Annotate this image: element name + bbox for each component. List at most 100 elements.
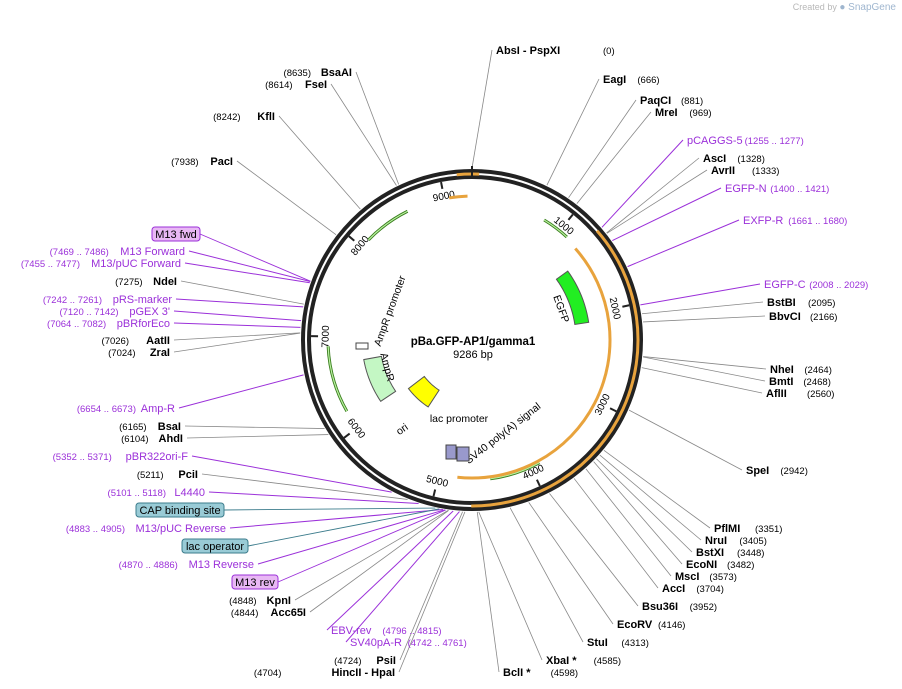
enzyme-name: Bsu36I xyxy=(642,601,678,613)
primer-position: (6654 .. 6673) xyxy=(77,404,136,415)
enzyme-name: SpeI xyxy=(746,465,769,477)
enzyme-position: (2942) xyxy=(780,466,807,477)
primer-connector xyxy=(175,298,304,308)
enzyme-label: AbsI - PspXI(0) xyxy=(496,45,615,57)
enzyme-label: NruI(3405) xyxy=(705,535,767,547)
enzyme-position: (2560) xyxy=(807,389,834,400)
primer-connector xyxy=(173,310,302,322)
enzyme-position: (6104) xyxy=(121,434,148,445)
tick-label: 7000 xyxy=(320,325,332,348)
primer-label: M13 Forward(7469 .. 7486) xyxy=(50,246,185,258)
feature-box-text: lac operator xyxy=(186,541,244,553)
ampr-promoter-marker xyxy=(355,342,369,350)
primer-label: pGEX 3'(7120 .. 7142) xyxy=(59,306,170,318)
orf-arrow-core xyxy=(327,346,348,412)
enzyme-position: (2464) xyxy=(804,365,831,376)
primer-label: M13/pUC Reverse(4883 .. 4905) xyxy=(66,523,226,535)
enzyme-connector xyxy=(201,473,408,500)
enzyme-connector xyxy=(643,356,766,382)
enzyme-position: (3448) xyxy=(737,548,764,559)
enzyme-name: BstXI xyxy=(696,547,724,559)
primer-position: (1255 .. 1277) xyxy=(745,136,804,147)
enzyme-connector xyxy=(478,511,543,661)
enzyme-position: (4704) xyxy=(254,668,281,679)
enzyme-connector xyxy=(606,157,700,234)
enzyme-label: PacI(7938) xyxy=(171,156,233,168)
tick-label: 8000 xyxy=(349,234,372,258)
tick-label: 9000 xyxy=(432,189,456,204)
tick-mark xyxy=(440,181,444,190)
enzyme-name: AscI xyxy=(703,153,726,165)
enzyme-connector xyxy=(355,71,400,185)
enzyme-label: EcoRV(4146) xyxy=(617,619,685,631)
enzyme-position: (3573) xyxy=(709,572,736,583)
labels: AbsI - PspXI(0)EagI(666)PaqCI(881)MreI(9… xyxy=(21,45,869,679)
credit-brand: SnapGene xyxy=(848,2,896,13)
enzyme-name: PciI xyxy=(178,469,198,481)
primer-name: pBRforEco xyxy=(117,318,170,330)
primer-name: M13 Reverse xyxy=(189,559,254,571)
tick-mark xyxy=(536,479,541,487)
enzyme-connector xyxy=(398,511,466,673)
enzyme-label: EcoNI(3482) xyxy=(686,559,754,571)
primer-position: (1661 .. 1680) xyxy=(788,216,847,227)
tick-label: 5000 xyxy=(425,474,450,490)
primer-label: M13 Reverse(4870 .. 4886) xyxy=(119,559,254,571)
enzyme-position: (881) xyxy=(681,96,703,107)
enzyme-name: AccI xyxy=(662,583,685,595)
feature-box-text: CAP binding site xyxy=(139,505,220,517)
feature-box xyxy=(151,226,201,242)
primer-label: Amp-R(6654 .. 6673) xyxy=(77,403,175,415)
enzyme-label: AatII(7026) xyxy=(102,335,170,347)
enzyme-label: AhdI(6104) xyxy=(121,433,183,445)
enzyme-name: PflMI xyxy=(714,523,740,535)
enzyme-position: (3952) xyxy=(690,602,717,613)
label-connectors xyxy=(173,49,767,673)
feature-box-connector xyxy=(223,507,436,511)
enzyme-name: BmtI xyxy=(769,376,793,388)
enzyme-name: Acc65I xyxy=(271,607,306,619)
primer-position: (4883 .. 4905) xyxy=(66,524,125,535)
tick-mark xyxy=(432,489,437,497)
enzyme-label: KpnI(4848) xyxy=(229,595,291,607)
enzyme-name: BbvCI xyxy=(769,311,801,323)
enzyme-connector xyxy=(509,507,584,643)
feature-label: AmpR promoter xyxy=(372,274,409,348)
primer-name: EGFP-C xyxy=(764,279,806,291)
enzyme-label: Bsu36I (3952) xyxy=(642,601,717,613)
feature-label: lac promoter xyxy=(430,413,489,425)
enzyme-position: (3351) xyxy=(755,524,782,535)
enzyme-name: NheI xyxy=(770,364,794,376)
primer-label: SV40pA-R(4742 .. 4761) xyxy=(350,637,467,649)
enzyme-connector xyxy=(186,434,329,439)
sv40-marker xyxy=(445,444,457,460)
primer-label: L4440(5101 .. 5118) xyxy=(108,487,205,499)
primer-connector xyxy=(178,374,304,409)
enzyme-name: EcoNI xyxy=(686,559,717,571)
tick-mark xyxy=(343,432,351,439)
enzyme-connector xyxy=(641,301,764,315)
feature-box-connector xyxy=(277,509,446,583)
primer-label: pBR322ori-F(5352 .. 5371) xyxy=(53,451,189,463)
enzyme-label: KflI(8242) xyxy=(213,111,275,123)
primer-label: EGFP-C(2008 .. 2029) xyxy=(764,279,868,291)
feature-box-text: M13 rev xyxy=(235,577,275,589)
feature-box xyxy=(135,502,225,518)
enzyme-label: HincII - HpaI(4704) xyxy=(254,667,395,679)
enzyme-connector xyxy=(643,356,767,370)
outer-feature-arc xyxy=(471,229,640,508)
enzyme-connector xyxy=(173,332,301,353)
primer-label: EBV-rev(4796 .. 4815) xyxy=(331,625,442,637)
enzyme-name: AatII xyxy=(146,335,170,347)
enzyme-label: StuI(4313) xyxy=(587,637,649,649)
enzyme-position: (7938) xyxy=(171,157,198,168)
primer-connector xyxy=(326,510,454,631)
enzyme-label: BstXI (3448) xyxy=(696,547,764,559)
enzyme-label: BsaI(6165) xyxy=(119,421,181,433)
primer-connector xyxy=(208,491,419,504)
enzyme-connector xyxy=(330,83,397,186)
primer-connector xyxy=(173,322,301,328)
outer-feature-arc xyxy=(456,172,480,177)
enzyme-position: (2095) xyxy=(808,298,835,309)
primer-connector xyxy=(601,139,684,228)
